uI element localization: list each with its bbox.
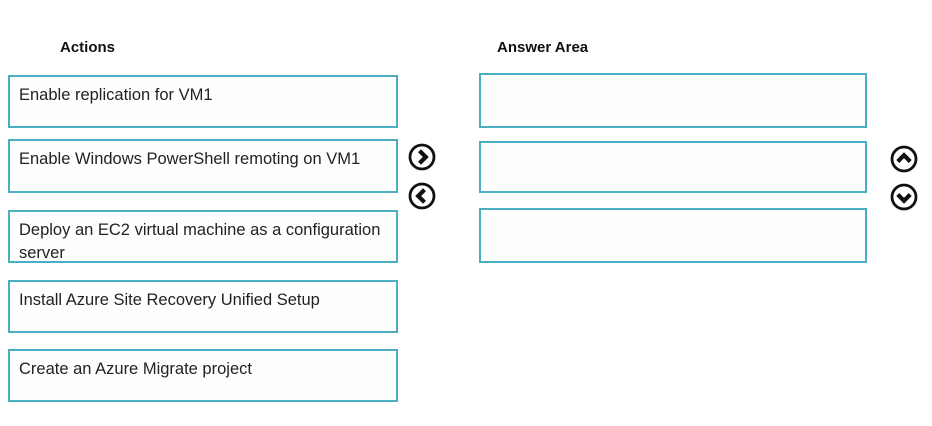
chevron-left-circle-icon: [408, 182, 436, 210]
answer-slot-2[interactable]: [479, 141, 867, 193]
chevron-down-circle-icon: [890, 183, 918, 211]
chevron-right-circle-icon: [408, 143, 436, 171]
answer-slot-3[interactable]: [479, 208, 867, 263]
move-left-button[interactable]: [408, 182, 436, 210]
move-right-button[interactable]: [408, 143, 436, 171]
action-item-create-migrate-project[interactable]: Create an Azure Migrate project: [8, 349, 398, 402]
action-item-powershell-remoting[interactable]: Enable Windows PowerShell remoting on VM…: [8, 139, 398, 193]
answer-slot-1[interactable]: [479, 73, 867, 128]
action-item-deploy-ec2[interactable]: Deploy an EC2 virtual machine as a confi…: [8, 210, 398, 263]
move-up-button[interactable]: [890, 145, 918, 173]
chevron-up-circle-icon: [890, 145, 918, 173]
move-down-button[interactable]: [890, 183, 918, 211]
actions-panel-title: Actions: [60, 39, 116, 56]
action-item-install-asr[interactable]: Install Azure Site Recovery Unified Setu…: [8, 280, 398, 333]
action-item-enable-replication[interactable]: Enable replication for VM1: [8, 75, 398, 128]
answer-panel-title: Answer Area: [497, 39, 589, 56]
